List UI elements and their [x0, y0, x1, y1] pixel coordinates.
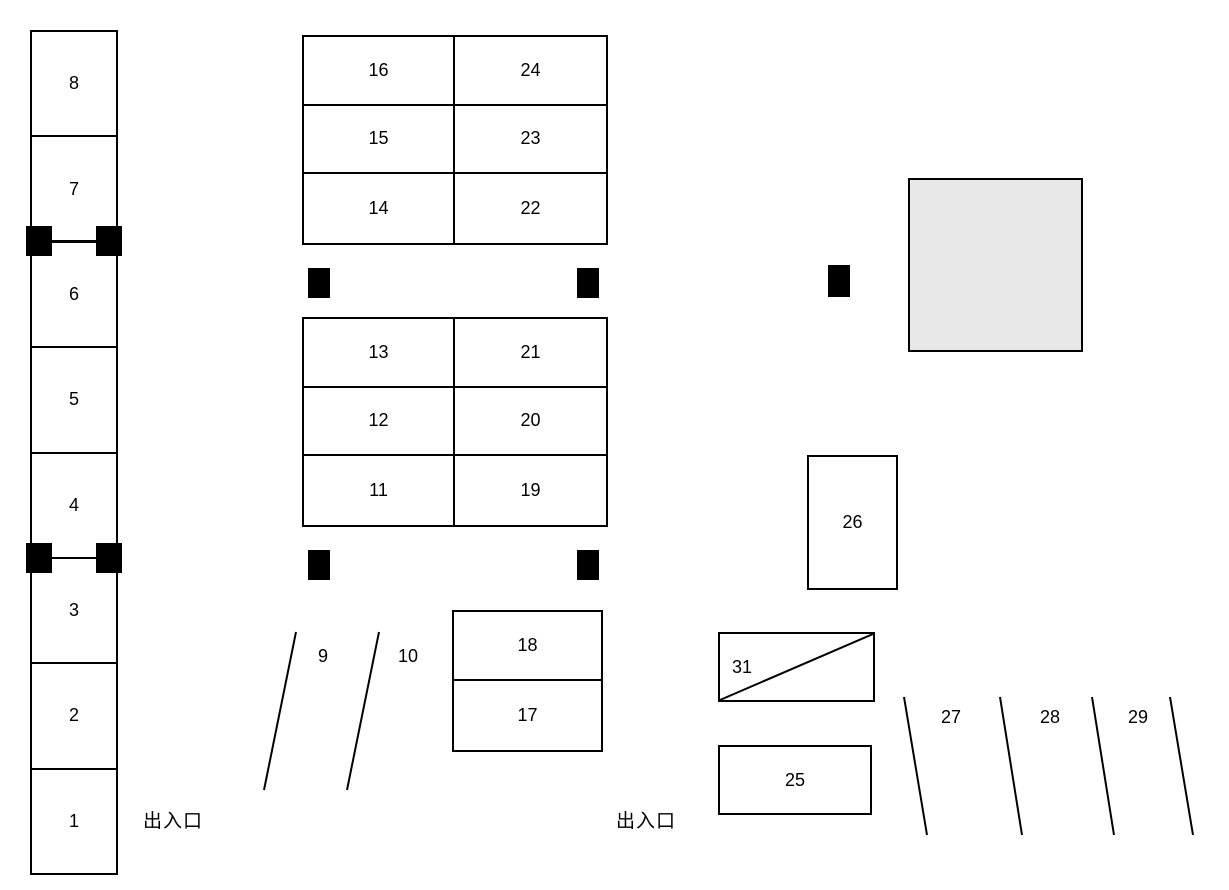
space-21: 21	[455, 319, 606, 388]
middle-parking-block: 13 21 12 20 11 19	[302, 317, 608, 527]
pillar	[96, 543, 122, 573]
pillar	[828, 265, 850, 297]
space-27-label: 27	[941, 707, 962, 727]
pillar	[577, 550, 599, 580]
space-10-label: 10	[398, 646, 419, 666]
space-16: 16	[304, 37, 455, 106]
pillar	[577, 268, 599, 298]
space-6: 6	[32, 240, 116, 347]
pillar	[308, 268, 330, 298]
left-parking-column: 8 7 6 5 4 3 2 1	[30, 30, 118, 875]
space-8: 8	[32, 32, 116, 136]
angled-divider-29-right	[1169, 696, 1194, 836]
space-1: 1	[32, 767, 116, 873]
space-25: 25	[718, 745, 872, 815]
angled-divider-29-left	[1091, 696, 1115, 836]
space-11: 11	[304, 456, 455, 525]
space-17: 17	[454, 681, 601, 750]
lower-parking-block: 18 17	[452, 610, 603, 752]
angled-divider-28-left	[999, 696, 1023, 836]
space-19: 19	[455, 456, 606, 525]
space-28-label: 28	[1040, 707, 1061, 727]
space-24: 24	[455, 37, 606, 106]
space-23: 23	[455, 105, 606, 175]
space-9-label: 9	[318, 646, 329, 666]
space-31: 31	[718, 632, 875, 702]
pillar	[308, 550, 330, 580]
entrance-label-right: 出入口	[616, 811, 677, 832]
angled-divider-10	[346, 631, 380, 791]
space-15: 15	[304, 105, 455, 175]
space-20: 20	[455, 387, 606, 457]
space-22: 22	[455, 174, 606, 243]
angled-divider-9	[263, 631, 297, 791]
space-29-label: 29	[1128, 707, 1149, 727]
space-2: 2	[32, 662, 116, 768]
space-7: 7	[32, 135, 116, 241]
upper-parking-block: 16 24 15 23 14 22	[302, 35, 608, 245]
space-26: 26	[807, 455, 898, 590]
shaded-structure	[908, 178, 1083, 352]
pillar	[26, 543, 52, 573]
space-13: 13	[304, 319, 455, 388]
angled-divider-27-left	[903, 696, 928, 836]
entrance-label-left: 出入口	[143, 811, 204, 832]
space-12: 12	[304, 387, 455, 457]
pillar	[96, 226, 122, 256]
space-5: 5	[32, 346, 116, 452]
space-4: 4	[32, 451, 116, 557]
space-18: 18	[454, 612, 601, 681]
space-31-label: 31	[732, 656, 753, 677]
space-14: 14	[304, 174, 455, 243]
pillar	[26, 226, 52, 256]
